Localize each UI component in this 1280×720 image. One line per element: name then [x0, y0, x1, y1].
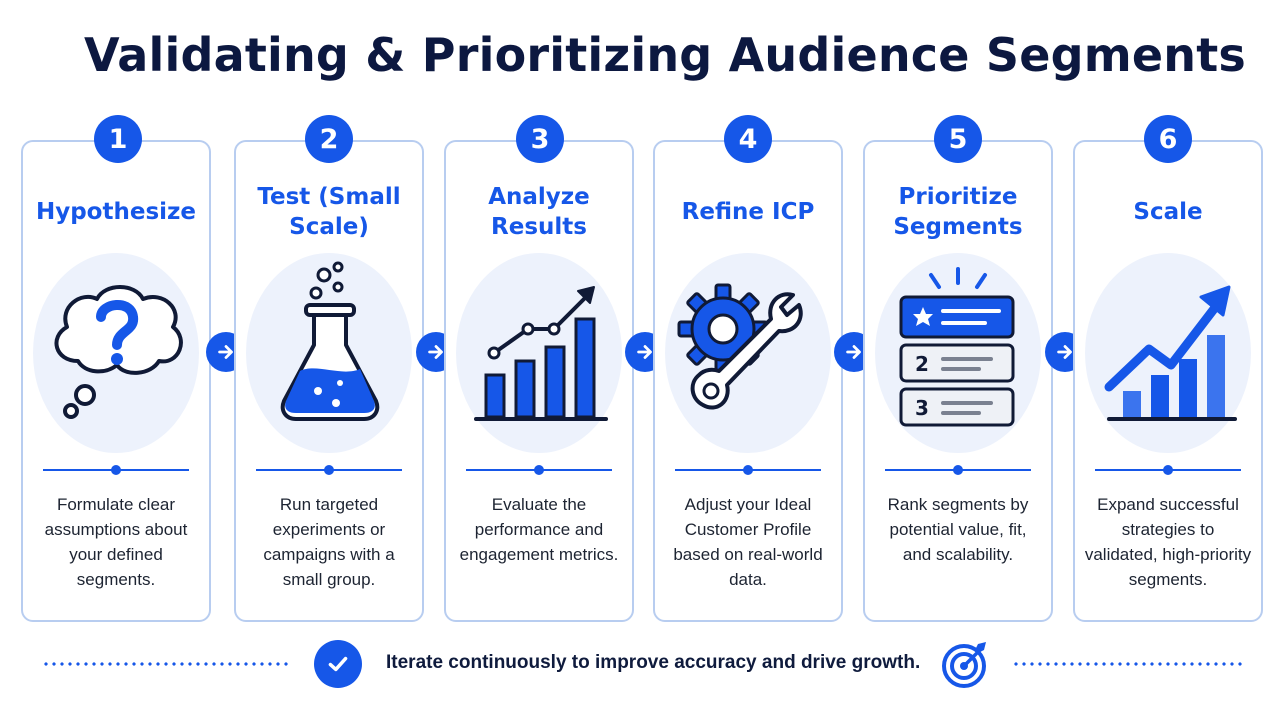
icon-backdrop: [456, 253, 622, 453]
step-number-badge: 3: [516, 115, 564, 163]
rank-label: 2: [915, 352, 929, 376]
step-number-badge: 2: [305, 115, 353, 163]
footer-dotted-line-right: [1012, 662, 1242, 666]
footer-dotted-line-left: [42, 662, 292, 666]
card-divider-dot: [743, 465, 753, 475]
rank-label: 3: [915, 396, 929, 420]
card-divider-dot: [1163, 465, 1173, 475]
card-divider-dot: [534, 465, 544, 475]
card-divider-dot: [324, 465, 334, 475]
step-number-badge: 1: [94, 115, 142, 163]
step-title: Hypothesize: [35, 199, 197, 225]
gear-wrench-icon: [677, 283, 803, 410]
card-divider-dot: [953, 465, 963, 475]
step-description: Evaluate the performance and engagement …: [459, 495, 619, 564]
step-title: Test (Small Scale): [257, 184, 401, 240]
thought-bubble-question-icon: [54, 285, 183, 419]
icon-backdrop: [665, 253, 831, 453]
step-description: Formulate clear assumptions about your d…: [44, 495, 188, 589]
flask-icon: [280, 261, 380, 421]
icon-backdrop: [246, 253, 412, 453]
icon-backdrop: [33, 253, 199, 453]
icon-backdrop: [1085, 253, 1251, 453]
step-description: Run targeted experiments or campaigns wi…: [263, 495, 395, 589]
check-circle-icon: [314, 640, 362, 688]
step-title: Analyze Results: [488, 184, 590, 240]
card-divider-dot: [111, 465, 121, 475]
target-icon: [942, 642, 986, 688]
ranked-list-icon: 2 3: [899, 267, 1015, 427]
step-title: Prioritize Segments: [893, 184, 1023, 240]
step-number-badge: 4: [724, 115, 772, 163]
step-number-badge: 6: [1144, 115, 1192, 163]
icon-backdrop: 2 3: [875, 253, 1041, 453]
step-description: Rank segments by potential value, fit, a…: [887, 495, 1029, 564]
page-title: Validating & Prioritizing Audience Segme…: [84, 28, 1246, 82]
step-description: Adjust your Ideal Customer Profile based…: [673, 495, 823, 589]
footer-message: Iterate continuously to improve accuracy…: [386, 652, 921, 673]
step-description: Expand successful strategies to validate…: [1084, 495, 1252, 589]
bar-chart-trend-icon: [474, 286, 608, 421]
growth-chart-icon: [1104, 285, 1237, 421]
step-title: Refine ICP: [681, 199, 815, 225]
step-title: Scale: [1133, 199, 1203, 225]
step-number-badge: 5: [934, 115, 982, 163]
